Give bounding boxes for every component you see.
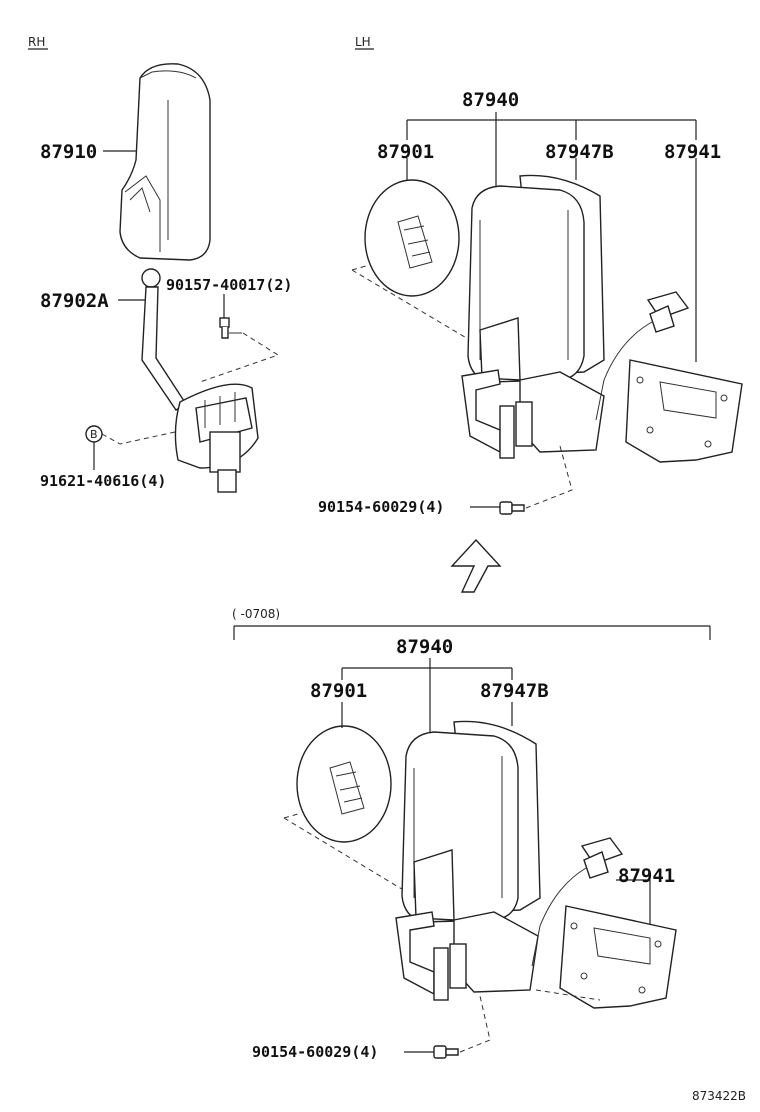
dash-top-glass	[351, 265, 491, 353]
leader-top-87940	[406, 112, 697, 190]
label-87910: 87910	[40, 141, 97, 163]
connector-bot	[531, 837, 624, 967]
label-top-87901: 87901	[377, 141, 434, 163]
header-rh: RH	[28, 35, 48, 50]
mirror-glass-bot-87901	[296, 702, 392, 843]
label-top-87941: 87941	[664, 141, 721, 163]
mirror-glass-top-87901	[364, 158, 460, 297]
dash-bot-glass	[283, 813, 421, 901]
screw-top-90154	[499, 501, 525, 515]
screw-bot-90154	[433, 1045, 459, 1059]
header-lh-label: LH	[355, 35, 371, 49]
label-90157: 90157-40017(2)	[166, 276, 292, 294]
washer-mark: B	[90, 428, 98, 441]
label-91621: 91621-40616(4)	[40, 472, 166, 490]
dash-91621	[101, 431, 176, 445]
gasket-bot-87941	[559, 879, 677, 1009]
mirror-cover-87910	[119, 63, 211, 261]
dash-90157	[199, 332, 280, 383]
drawing-number: 873422B	[692, 1089, 746, 1103]
mirror-housing-bot-87940	[395, 720, 541, 1001]
label-top-90154: 90154-60029(4)	[318, 498, 444, 516]
leader-bot-87940	[341, 658, 513, 734]
header-rh-label: RH	[28, 35, 45, 49]
label-bot-90154: 90154-60029(4)	[252, 1043, 378, 1061]
screw-90157	[219, 317, 242, 339]
upgrade-arrow-icon	[450, 538, 502, 593]
dash-top-screw	[525, 445, 573, 509]
dash-bot-screw	[459, 995, 491, 1053]
mirror-arm-87902A	[141, 268, 259, 493]
label-bot-87940: 87940	[396, 636, 453, 658]
mirror-housing-top-87940	[461, 174, 605, 459]
label-top-87940: 87940	[462, 89, 519, 111]
label-top-87947B: 87947B	[545, 141, 614, 163]
label-bot-87947B: 87947B	[480, 680, 549, 702]
connector-top	[595, 291, 690, 421]
label-bot-87901: 87901	[310, 680, 367, 702]
dash-bot-gasket	[535, 989, 601, 1001]
header-lh: LH	[355, 35, 374, 50]
range-note: ( -0708)	[232, 607, 280, 621]
gasket-top-87941	[625, 158, 743, 463]
range-bracket: ( -0708)	[232, 607, 711, 640]
washer-91621: B	[85, 425, 103, 443]
label-bot-87941: 87941	[618, 865, 675, 887]
label-87902A: 87902A	[40, 290, 109, 312]
